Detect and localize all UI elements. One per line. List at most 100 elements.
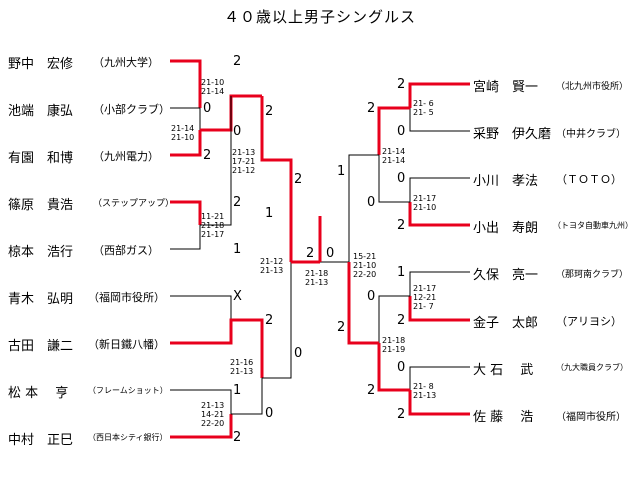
line-r3a bbox=[260, 96, 293, 262]
result-mark: 0 bbox=[326, 246, 335, 261]
player-affiliation: （那珂南クラブ） bbox=[556, 270, 629, 280]
match-score: 21-14 21-14 bbox=[382, 147, 406, 165]
line-r2a-top-r bbox=[377, 106, 410, 155]
result-mark: 2 bbox=[367, 383, 376, 398]
player-name: 小川 孝法 bbox=[473, 174, 539, 189]
player-name: 野中 宏修 bbox=[8, 57, 74, 72]
result-mark: 1 bbox=[397, 265, 406, 280]
line-ogawa bbox=[409, 177, 470, 202]
player-name: 青木 弘明 bbox=[8, 292, 74, 307]
match-score: 21-17 12-21 21- 7 bbox=[413, 284, 437, 311]
player-affiliation: （中井クラブ） bbox=[556, 129, 626, 140]
right-bracket-lines bbox=[347, 82, 470, 416]
page-title: ４０歳以上男子シングルス bbox=[223, 8, 416, 26]
result-mark: 2 bbox=[397, 218, 406, 233]
result-mark: 2 bbox=[367, 101, 376, 116]
player-name: 古田 謙二 bbox=[8, 339, 74, 354]
player-name: 宮崎 賢一 bbox=[473, 80, 539, 95]
result-mark: X bbox=[233, 289, 242, 304]
player-affiliation: （アリヨシ） bbox=[556, 315, 622, 328]
match-score: 21- 6 21- 5 bbox=[413, 99, 434, 117]
result-mark: 2 bbox=[265, 313, 274, 328]
player-affiliation: （九州大学） bbox=[93, 56, 159, 69]
line-r3a-r bbox=[348, 154, 379, 262]
line-sato bbox=[408, 390, 470, 416]
line-shinohara bbox=[170, 200, 202, 225]
player-affiliation: （ステップアップ） bbox=[93, 199, 175, 209]
result-mark: 2 bbox=[265, 104, 274, 119]
left-bracket-lines bbox=[170, 59, 293, 439]
result-mark: 2 bbox=[397, 77, 406, 92]
result-mark: 2 bbox=[337, 320, 346, 335]
player-affiliation: （トヨタ自動車九州） bbox=[553, 221, 633, 230]
player-name: 椋本 浩行 bbox=[8, 245, 74, 260]
match-score: 21-12 21-13 bbox=[260, 257, 284, 275]
result-mark: 0 bbox=[367, 195, 376, 210]
player-affiliation: （九州電力） bbox=[93, 150, 159, 163]
player-affiliation: （九大職員クラブ） bbox=[556, 363, 628, 372]
match-score: 21-18 21-19 bbox=[382, 336, 406, 354]
result-mark: 2 bbox=[233, 195, 242, 210]
player-affiliation: （福岡市役所） bbox=[556, 412, 626, 423]
line-arizono bbox=[170, 130, 202, 157]
result-mark: 1 bbox=[337, 164, 346, 179]
player-affiliation: （新日鐵八幡） bbox=[88, 338, 165, 351]
result-mark: 2 bbox=[397, 313, 406, 328]
line-r3b-r bbox=[347, 262, 379, 345]
result-mark: 1 bbox=[233, 383, 242, 398]
player-name: 金子 太郎 bbox=[473, 316, 539, 331]
player-name: 有園 和博 bbox=[8, 151, 74, 166]
player-affiliation: （西日本シティ銀行） bbox=[88, 433, 168, 442]
player-name: 大 石 武 bbox=[473, 363, 534, 378]
result-mark: 1 bbox=[233, 242, 242, 257]
match-score: 21-13 14-21 22-20 bbox=[201, 401, 225, 428]
player-affiliation: （北九州市役所） bbox=[556, 82, 629, 92]
player-name: 小出 寿朗 bbox=[473, 221, 539, 236]
line-koide bbox=[408, 202, 470, 227]
line-mukumoto bbox=[170, 225, 201, 250]
final-lines bbox=[291, 216, 349, 264]
match-score: 11-21 21-18 21-17 bbox=[201, 212, 225, 239]
line-r2a-bot bbox=[200, 96, 232, 226]
result-mark: 0 bbox=[265, 406, 274, 421]
line-r2a-bot-r bbox=[378, 155, 410, 203]
line-furuta bbox=[170, 318, 264, 378]
player-name: 池端 康弘 bbox=[8, 104, 74, 119]
line-kaneko bbox=[408, 296, 470, 322]
player-name: 篠原 貴浩 bbox=[8, 198, 74, 213]
result-mark: 0 bbox=[203, 101, 212, 116]
player-affiliation: （西部ガス） bbox=[93, 244, 159, 257]
player-name: 佐 藤 浩 bbox=[473, 410, 534, 425]
line-kubo bbox=[409, 271, 470, 296]
result-mark: 0 bbox=[397, 124, 406, 139]
player-name: 久保 亮一 bbox=[473, 268, 539, 283]
result-mark: 0 bbox=[367, 289, 376, 304]
match-score: 21-13 17-21 21-12 bbox=[232, 148, 256, 175]
line-nakamura bbox=[170, 414, 233, 439]
player-affiliation: （ＴＯＴＯ） bbox=[556, 173, 622, 186]
result-mark: 2 bbox=[306, 246, 315, 261]
line-r3b bbox=[262, 262, 292, 379]
line-oishi bbox=[409, 366, 470, 390]
line-r2b-top-r bbox=[378, 295, 410, 343]
line-r2b-bot-r bbox=[377, 343, 410, 392]
player-name: 采野 伊久磨 bbox=[473, 127, 552, 142]
line-matsumoto bbox=[170, 389, 232, 414]
result-mark: 2 bbox=[203, 148, 212, 163]
match-score: 15-21 21-10 22-20 bbox=[353, 252, 377, 279]
result-mark: 2 bbox=[233, 54, 242, 69]
line-nonaka bbox=[170, 59, 202, 108]
match-score: 21-16 21-13 bbox=[230, 358, 254, 376]
player-affiliation: （小部クラブ） bbox=[93, 103, 170, 116]
match-score: 21-18 21-13 bbox=[305, 269, 329, 287]
result-mark: 0 bbox=[397, 360, 406, 375]
match-score: 21-17 21-10 bbox=[413, 194, 437, 212]
result-mark: 2 bbox=[233, 430, 242, 445]
result-mark: 0 bbox=[233, 124, 242, 139]
player-name: 松 本 亨 bbox=[8, 386, 69, 401]
player-affiliation: （フレームショット） bbox=[88, 386, 168, 395]
line-miyazaki bbox=[408, 82, 470, 108]
result-mark: 2 bbox=[294, 172, 303, 187]
line-uneno bbox=[409, 108, 470, 132]
